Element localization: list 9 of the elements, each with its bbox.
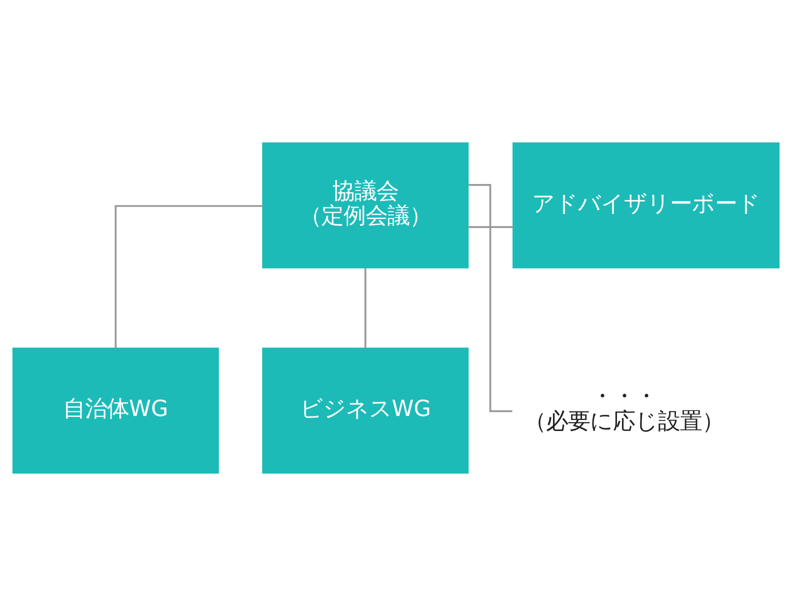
node-box: アドバイザリーボード: [512, 142, 780, 268]
node-box: ビジネスWG: [262, 348, 469, 474]
node-box: 協議会 （定例会議）: [262, 142, 469, 268]
node-box: 自治体WG: [12, 348, 219, 474]
connector: [468, 184, 512, 412]
connector: [364, 268, 366, 348]
connector: [114, 205, 263, 348]
node-text: ・・・ （必要に応じ設置）: [524, 384, 724, 434]
connector: [468, 226, 513, 228]
